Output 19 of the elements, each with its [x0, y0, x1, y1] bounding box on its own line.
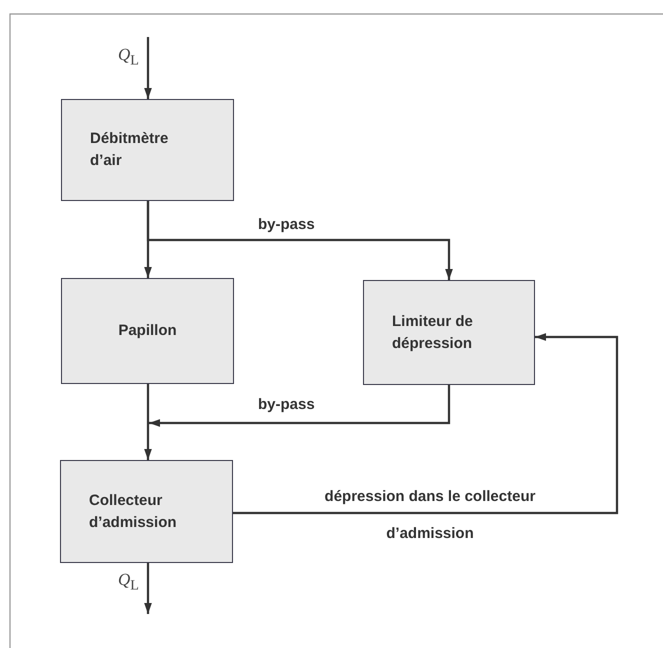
edge-label: dépression dans le collecteur d’admission	[324, 487, 536, 544]
process-box	[61, 278, 234, 384]
process-box	[61, 99, 234, 201]
box-label: Débitmètre d’air	[89, 129, 170, 171]
box-label: Papillon	[117, 321, 178, 341]
arrow	[144, 384, 152, 460]
arrow	[233, 333, 618, 514]
box-label: Collecteur d’admission	[88, 490, 178, 532]
arrow	[144, 563, 152, 614]
edge-label: by-pass	[258, 396, 315, 413]
process-box	[363, 280, 535, 385]
arrow	[144, 37, 152, 99]
arrow	[149, 385, 450, 427]
arrow	[146, 201, 453, 280]
box-label: Limiteur de dépression	[391, 312, 474, 354]
edge-label: by-pass	[258, 216, 315, 233]
process-box	[60, 460, 233, 563]
flow-symbol: Q$_{L}$	[118, 570, 139, 594]
flow-symbol: Q$_{L}$	[118, 45, 139, 70]
